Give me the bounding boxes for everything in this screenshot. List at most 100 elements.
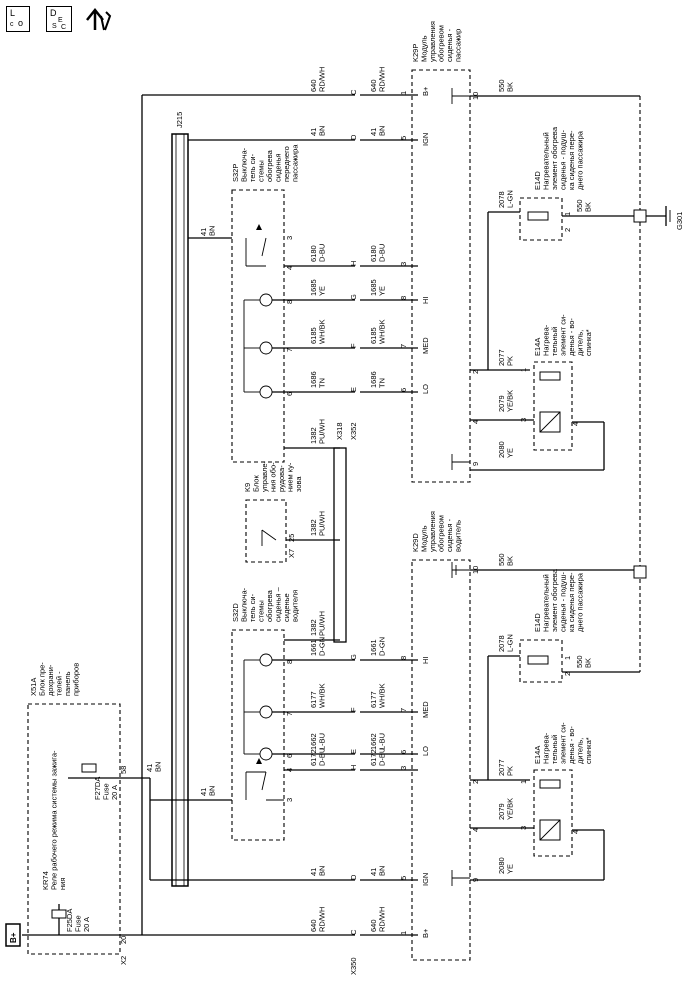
diagram-label: E14DНагревательныйэлемент обогревасидень… bbox=[533, 568, 585, 632]
diagram-label: IGN bbox=[421, 873, 430, 886]
diagram-label: 640RD/WH bbox=[369, 907, 387, 932]
diagram-label: 3 bbox=[519, 418, 528, 422]
diagram-label: 1662L-BU bbox=[369, 733, 387, 750]
diagram-label: B+ bbox=[421, 928, 430, 938]
diagram-label: HI bbox=[421, 657, 430, 665]
seat-heat-module-k29d bbox=[411, 559, 471, 961]
diagram-label: X2 bbox=[119, 956, 128, 965]
diagram-label: C bbox=[349, 929, 358, 935]
diagram-label: LO bbox=[421, 746, 430, 756]
diagram-label: B+ bbox=[421, 86, 430, 96]
diagram-label: 4 bbox=[571, 422, 580, 426]
diagram-label: 1662L-BU bbox=[309, 733, 327, 750]
diagram-label: F bbox=[349, 707, 358, 712]
heater-element-e14d-driver bbox=[519, 639, 563, 683]
splice-j215 bbox=[171, 133, 189, 887]
diagram-label: 1686TN bbox=[369, 371, 387, 388]
diagram-label: 8 bbox=[399, 296, 408, 300]
diagram-label: 2079YE/BK bbox=[497, 798, 515, 820]
diagram-label: 6177WH/BK bbox=[309, 683, 327, 708]
diagram-label: 1686TN bbox=[309, 371, 327, 388]
diagram-label: G bbox=[349, 294, 358, 300]
svg-text:C: C bbox=[61, 24, 66, 31]
kr74-label: KR74Реле рабочего режима системы зажига-… bbox=[41, 750, 67, 890]
diagram-label: 640RD/WH bbox=[309, 907, 327, 932]
diagram-label: 7 bbox=[285, 712, 294, 716]
diagram-label: 2077PK bbox=[497, 759, 515, 776]
diagram-label: 41BN bbox=[199, 226, 217, 236]
diagram-label: K9Блокуправле-ния обо-рудова-нием ку-зов… bbox=[243, 460, 303, 492]
diagram-label: 1382PU/WH bbox=[309, 419, 327, 444]
fuse-block-x51a bbox=[27, 703, 121, 955]
diagram-label: 1 bbox=[399, 91, 408, 95]
fuse-f25da bbox=[22, 904, 120, 936]
heater-element-e14a-driver bbox=[533, 769, 573, 857]
body-control-module-k9 bbox=[245, 499, 287, 563]
diagram-label: 3 bbox=[399, 262, 408, 266]
diagram-label: 550BK bbox=[575, 199, 593, 212]
diagram-label: E14DНагревательныйэлемент обогревасидень… bbox=[533, 126, 585, 190]
diagram-label: 550BK bbox=[497, 553, 515, 566]
diagram-label: 2079YE/BK bbox=[497, 390, 515, 412]
fuse-f27da bbox=[68, 763, 120, 779]
diagram-label: 41BN bbox=[199, 786, 217, 796]
diagram-label: 20 bbox=[119, 936, 128, 944]
diagram-label: K29PМодульуправленияобогревомсиденья -па… bbox=[411, 21, 463, 62]
diagram-label: 550BK bbox=[575, 655, 593, 668]
diagram-label: 7 bbox=[285, 348, 294, 352]
diagram-label: 1 bbox=[519, 780, 528, 784]
diagram-label: X352 bbox=[349, 422, 358, 440]
diagram-label: K29DМодульуправленияобогревомсиденья -во… bbox=[411, 511, 463, 552]
diagram-label: F bbox=[349, 343, 358, 348]
diagram-label: 9 bbox=[471, 462, 480, 466]
diagram-label: E14AНагрева-тельныйэлемент си-денья - во… bbox=[533, 314, 593, 356]
switch-s32d bbox=[231, 629, 285, 841]
location-icon: L o c bbox=[6, 6, 30, 32]
svg-text:D: D bbox=[50, 8, 57, 18]
diagram-label: H bbox=[349, 765, 358, 770]
svg-text:c: c bbox=[10, 21, 14, 28]
heater-element-e14d-passenger bbox=[519, 197, 563, 241]
diagram-label: S32PВыключа-тель си-стемыобогревасиденья… bbox=[231, 144, 300, 182]
diagram-label: 41BN bbox=[309, 866, 327, 876]
diagram-label: 25 bbox=[287, 534, 296, 542]
diagram-label: 2078L-GN bbox=[497, 634, 515, 652]
diagram-label: 1382PU/WH bbox=[309, 611, 327, 636]
diagram-label: G bbox=[349, 654, 358, 660]
diagram-label: 7 bbox=[399, 344, 408, 348]
diagram-label: 1 bbox=[519, 368, 528, 372]
diagram-label: 4 bbox=[471, 420, 480, 424]
diagram-label: X318 bbox=[335, 422, 344, 440]
diagram-label: 6185WH/BK bbox=[309, 319, 327, 344]
diagram-label: X350 bbox=[349, 957, 358, 975]
svg-text:S: S bbox=[52, 23, 57, 30]
diagram-label: 640RD/WH bbox=[309, 67, 327, 92]
diagram-label: 4 bbox=[285, 266, 294, 270]
diagram-label: G301 bbox=[675, 212, 684, 230]
diagram-label: 2 bbox=[471, 370, 480, 374]
diagram-label: 2 bbox=[563, 672, 572, 676]
diagram-label: E bbox=[349, 749, 358, 754]
diagram-label: 6 bbox=[399, 388, 408, 392]
indicator-leds-passenger bbox=[243, 293, 273, 399]
diagram-label: 41BN bbox=[369, 126, 387, 136]
diagram-label: E bbox=[349, 387, 358, 392]
diagram-label: 2 bbox=[563, 228, 572, 232]
diagram-label: 41BN bbox=[369, 866, 387, 876]
diagram-label: 6180D-BU bbox=[309, 244, 327, 262]
f27da-label: F27DAFuse20 A bbox=[93, 777, 119, 800]
diagram-label: 1685YE bbox=[369, 279, 387, 296]
diagram-label: HI bbox=[421, 297, 430, 305]
diagram-label: 1382PU/WH bbox=[309, 511, 327, 536]
diagram-label: E14AНагрева-тельныйэлемент си-денья - во… bbox=[533, 722, 593, 764]
diagram-label: 58 bbox=[119, 766, 128, 774]
diagram-label: 2080YE bbox=[497, 441, 515, 458]
battery-source-tag: B+ bbox=[5, 923, 21, 947]
diagram-label: 41BN bbox=[309, 126, 327, 136]
seat-heat-module-k29p bbox=[411, 69, 471, 483]
k9-switch bbox=[261, 529, 277, 546]
diagram-label: 6177WH/BK bbox=[369, 683, 387, 708]
svg-text:E: E bbox=[58, 17, 63, 24]
diagram-label: 5 bbox=[399, 876, 408, 880]
